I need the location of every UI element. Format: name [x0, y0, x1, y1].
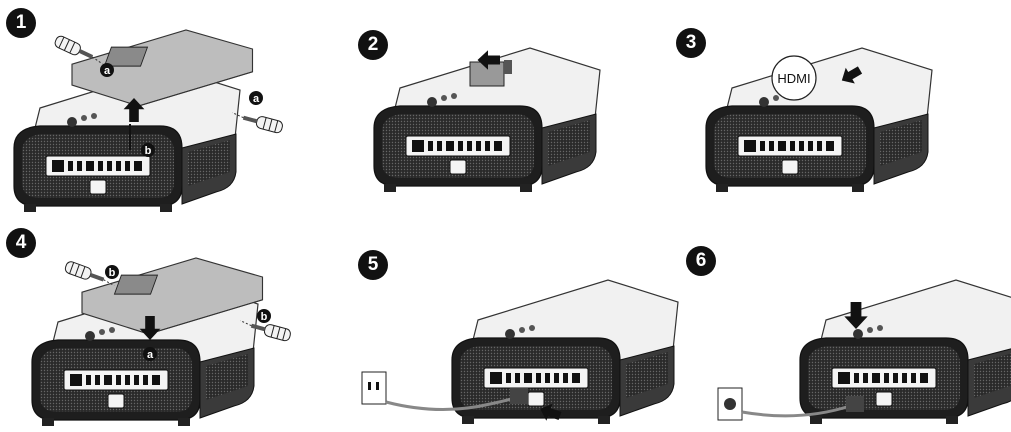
projector-illustration: a a b: [0, 0, 300, 216]
wall-outlet: [362, 372, 386, 404]
step-2: 2: [340, 0, 640, 216]
step-6: 6: [680, 216, 1011, 432]
callout-a-left: a: [100, 63, 114, 77]
svg-text:a: a: [104, 65, 111, 77]
projector-illustration: [340, 0, 640, 216]
step-4: 4 b b a: [0, 216, 300, 432]
svg-text:b: b: [145, 145, 152, 157]
callout-b: b: [141, 143, 155, 157]
step-1: 1 a a b: [0, 0, 300, 216]
projector-illustration: HDMI: [670, 0, 970, 216]
callout-a: a: [143, 347, 157, 361]
step-3: 3 HDMI: [670, 0, 970, 216]
svg-text:b: b: [109, 267, 116, 279]
callout-b-right: b: [257, 309, 271, 323]
projector-illustration: [340, 216, 670, 432]
projector-illustration: b b a: [0, 216, 300, 432]
svg-text:b: b: [261, 311, 268, 323]
svg-text:a: a: [147, 349, 154, 361]
svg-text:a: a: [253, 93, 260, 105]
callout-b-left: b: [105, 265, 119, 279]
step-5: 5: [340, 216, 670, 432]
callout-a-right: a: [249, 91, 263, 105]
hdmi-label: HDMI: [777, 71, 810, 86]
projector-illustration: [680, 216, 1011, 432]
